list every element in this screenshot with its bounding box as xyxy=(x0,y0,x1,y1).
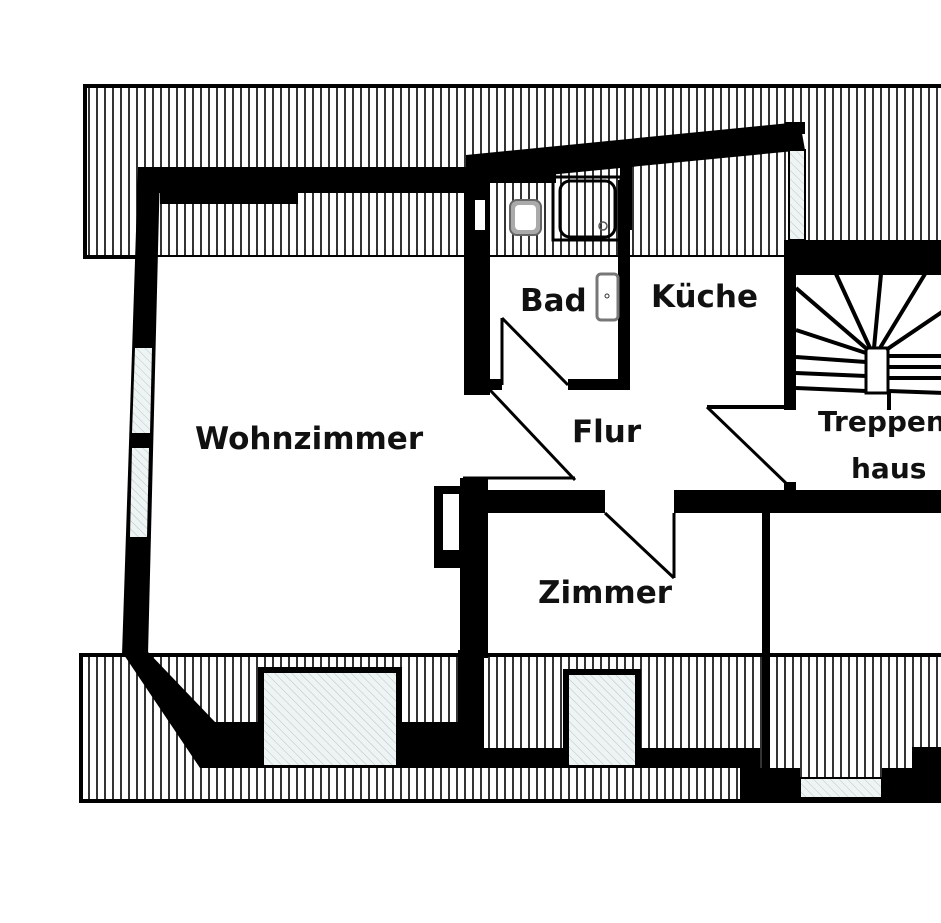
window-bottom-right xyxy=(799,777,883,799)
washbasin-icon xyxy=(509,199,542,236)
room-label-bad: Bad xyxy=(520,283,587,319)
window-left-upper xyxy=(132,348,152,433)
window-left-lower xyxy=(130,448,149,537)
room-label-treppenhaus-2: haus xyxy=(851,452,927,485)
window-kitchen-side xyxy=(788,149,806,241)
window-bottom-left xyxy=(264,673,396,765)
bathroom-walls xyxy=(464,180,630,395)
bathtub-icon xyxy=(595,272,620,322)
left-wall xyxy=(122,170,160,655)
exterior-walls-top xyxy=(138,122,806,241)
shower-icon xyxy=(551,175,623,242)
staircase-walls xyxy=(705,240,941,489)
stairs-icon xyxy=(794,272,941,410)
room-label-zimmer: Zimmer xyxy=(538,575,673,611)
window-bottom-middle xyxy=(569,675,635,765)
room-label-kueche: Küche xyxy=(651,279,759,315)
room-label-wohnzimmer: Wohnzimmer xyxy=(195,421,424,457)
room-label-flur: Flur xyxy=(572,414,642,450)
hallway-walls xyxy=(434,388,941,775)
exterior-walls-bottom xyxy=(122,650,941,801)
room-label-treppenhaus-1: Treppen- xyxy=(818,405,941,438)
